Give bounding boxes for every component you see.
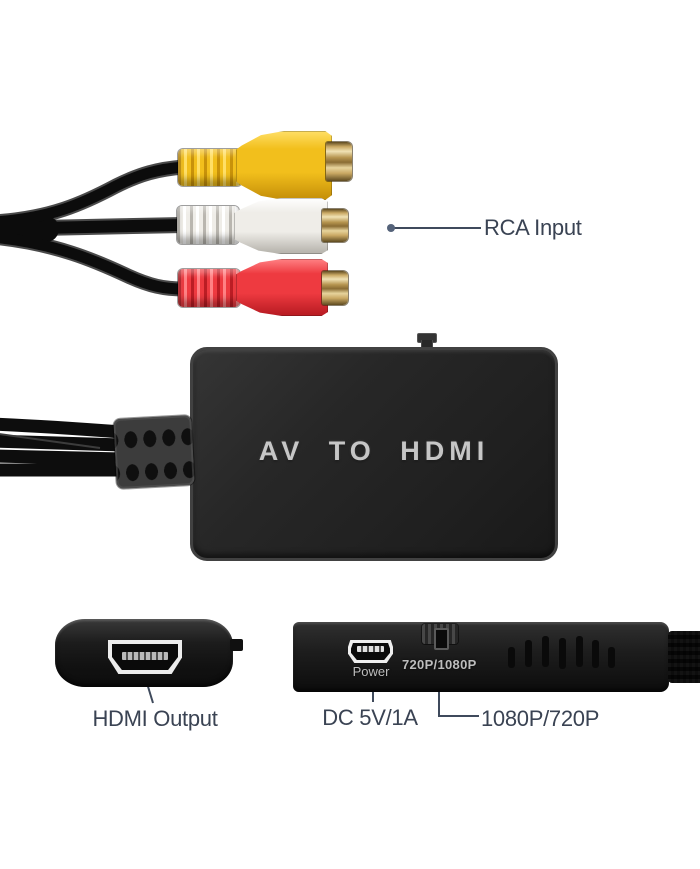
switch-print: 720P/1080P xyxy=(402,657,477,672)
resolution-switch-knob xyxy=(434,628,449,650)
rca-white-strain-relief xyxy=(177,206,239,244)
rca-red-barrel xyxy=(322,271,348,305)
dc-power-label: DC 5V/1A xyxy=(322,705,418,730)
cable-strain-relief xyxy=(113,415,195,489)
vent-slot xyxy=(542,636,549,667)
resolution-switch-top-stem xyxy=(421,340,433,350)
vent-slot xyxy=(576,636,583,667)
micro-usb-port-contacts xyxy=(357,646,384,652)
rca-cables xyxy=(0,161,190,295)
rca-yellow-body xyxy=(236,131,332,200)
converter-cables xyxy=(0,417,129,477)
power-port-print: Power xyxy=(352,664,390,679)
end-view-side-tab xyxy=(230,639,243,651)
rca-yellow-barrel xyxy=(326,142,352,181)
vent-slot xyxy=(592,640,599,668)
hdmi-port-contacts xyxy=(122,652,168,660)
vent-slot xyxy=(508,647,515,668)
vent-slot xyxy=(608,647,615,668)
cable-sheen xyxy=(0,433,101,449)
rca-input-label: RCA Input xyxy=(484,215,582,240)
vent-slot xyxy=(525,640,532,667)
resolution-switch-label: 1080P/720P xyxy=(481,706,600,731)
vent-slot xyxy=(559,638,566,669)
converter-box-print: AV TO HDMI xyxy=(258,436,490,466)
converter-box xyxy=(190,347,558,561)
rca-red-strain-relief xyxy=(178,269,240,307)
rca-white-barrel xyxy=(322,209,348,242)
rca-white-body xyxy=(234,198,328,254)
rca-yellow-strain-relief xyxy=(178,149,242,186)
callout-dot-rca-input xyxy=(387,224,395,232)
hdmi-output-label: HDMI Output xyxy=(92,706,218,731)
rca-red-body xyxy=(236,259,328,316)
cable-strain-relief-side xyxy=(668,631,700,683)
